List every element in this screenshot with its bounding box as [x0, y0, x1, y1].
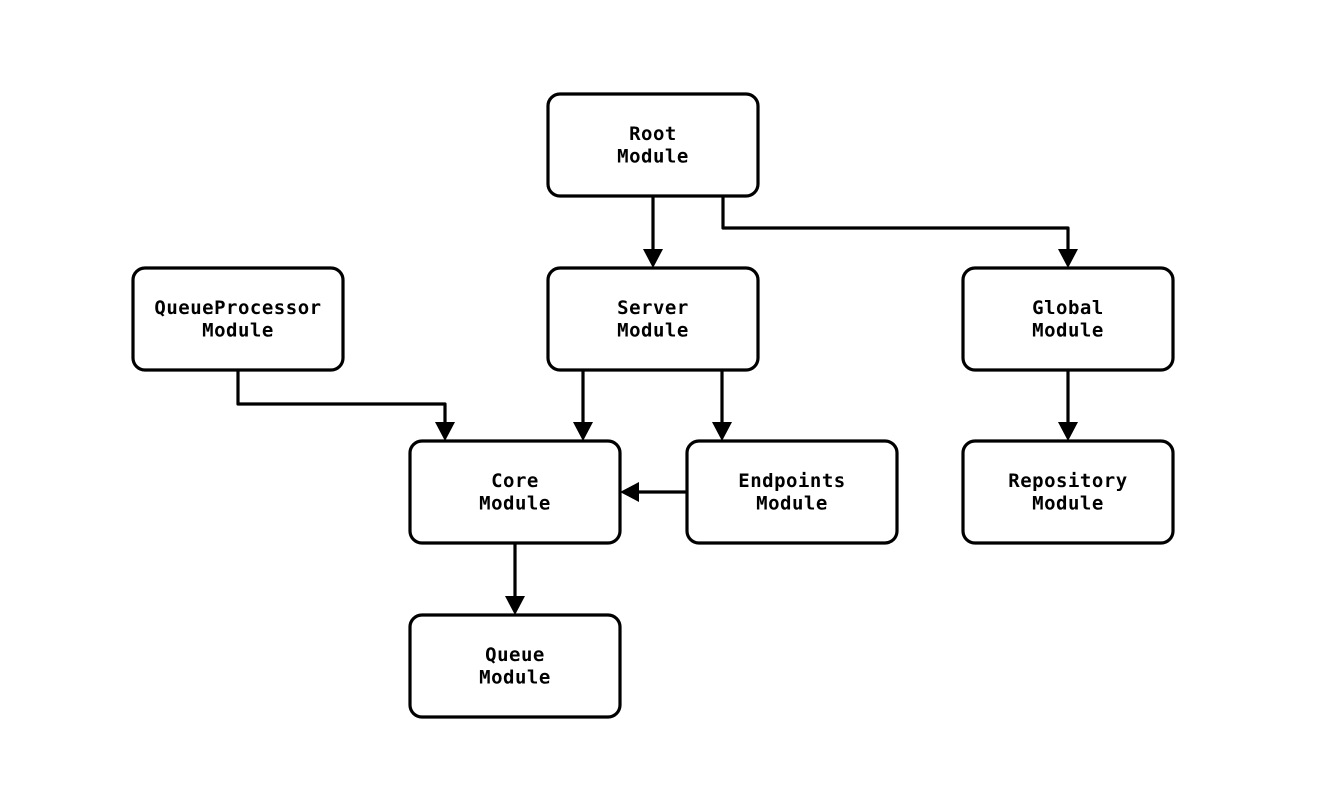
node-label-line1: QueueProcessor	[154, 296, 321, 318]
node-label-line2: Module	[202, 319, 274, 341]
arrowhead-down	[712, 422, 732, 441]
node-label-line2: Module	[617, 319, 689, 341]
node-box-global[interactable]	[961, 266, 1175, 372]
node-box-repository[interactable]	[961, 439, 1175, 545]
node-box-core[interactable]	[408, 439, 622, 545]
node-box-queue[interactable]	[408, 613, 622, 719]
node-label-line1: Root	[629, 122, 677, 144]
node-box-server[interactable]	[546, 266, 760, 372]
edge-server-to-core	[573, 370, 593, 441]
arrowhead-down	[505, 596, 525, 615]
node-label-line2: Module	[617, 145, 689, 167]
node-box-endpoints[interactable]	[685, 439, 899, 545]
arrowhead-left	[620, 482, 639, 502]
edge-line	[236, 370, 447, 423]
arrowhead-down	[643, 249, 663, 268]
node-box-root[interactable]	[546, 92, 760, 198]
node-label-line2: Module	[479, 666, 551, 688]
node-label-line1: Global	[1032, 296, 1104, 318]
arrowhead-down	[573, 422, 593, 441]
edge-endpoints-to-core	[620, 482, 687, 502]
node-label-line1: Endpoints	[738, 469, 845, 491]
edge-root-to-server	[643, 196, 663, 268]
edges-layer	[236, 196, 1078, 615]
edge-queueprocessor-to-core	[236, 370, 455, 441]
edge-root-to-global	[721, 196, 1078, 268]
node-label-line2: Module	[1032, 492, 1104, 514]
edge-core-to-queue	[505, 543, 525, 615]
node-label-line1: Repository	[1008, 469, 1127, 491]
edge-global-to-repository	[1058, 370, 1078, 441]
edge-server-to-endpoints	[712, 370, 732, 441]
node-box-queueprocessor[interactable]	[131, 266, 345, 372]
node-label-line1: Queue	[485, 643, 545, 665]
arrowhead-down	[1058, 422, 1078, 441]
arrowhead-down	[1058, 249, 1078, 268]
node-label-line2: Module	[479, 492, 551, 514]
node-label-line1: Core	[491, 469, 539, 491]
node-label-line2: Module	[756, 492, 828, 514]
node-label-line2: Module	[1032, 319, 1104, 341]
node-label-line1: Server	[617, 296, 689, 318]
arrowhead-down	[435, 422, 455, 441]
edge-line	[721, 196, 1070, 250]
